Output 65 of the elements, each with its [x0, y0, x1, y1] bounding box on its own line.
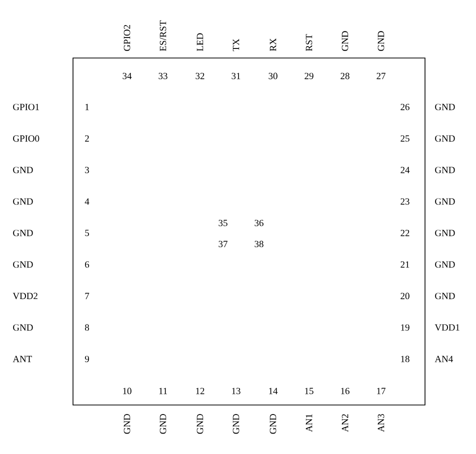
pin-number: 9	[84, 356, 89, 362]
pin-number: 8	[85, 324, 90, 331]
pin-number: 34	[122, 72, 132, 80]
pin-label: VDD2	[12, 292, 38, 300]
pin-label: GND	[435, 135, 455, 142]
pin-number: 32	[196, 72, 204, 80]
pin-number: 29	[304, 72, 314, 80]
pin-number: 37	[218, 240, 228, 248]
pin-label: GND	[435, 261, 455, 268]
pin-number: 7	[85, 292, 90, 300]
pin-number: 27	[376, 72, 386, 80]
pin-number: 1	[85, 104, 89, 110]
pin-number: 14	[269, 388, 278, 394]
pin-label: GND	[435, 166, 455, 174]
pin-label: GND	[160, 414, 166, 434]
pin-number: 11	[159, 388, 167, 394]
pin-label: GND	[13, 166, 33, 174]
pin-label: GND	[13, 230, 33, 236]
pin-number: 35	[218, 220, 228, 226]
pin-label: GND	[435, 198, 455, 205]
pin-number: 19	[401, 324, 410, 331]
pin-number: 4	[84, 198, 90, 205]
pin-number: 20	[400, 292, 410, 300]
pin-number: 18	[401, 356, 410, 362]
pin-number: 10	[123, 388, 132, 394]
pin-label: ANT	[12, 356, 32, 362]
pin-label: GND	[13, 198, 33, 205]
chip-box	[72, 58, 426, 406]
pin-label: AN4	[434, 356, 453, 362]
pin-label: GND	[435, 230, 455, 236]
pin-number: 26	[400, 104, 410, 110]
pin-number: 13	[232, 388, 240, 394]
pin-label: GPIO0	[13, 135, 40, 142]
pin-number: 3	[85, 166, 89, 174]
pin-number: 16	[341, 388, 350, 394]
pin-label: GPIO1	[13, 104, 39, 110]
pin-number: 28	[340, 72, 350, 80]
pin-number: 15	[305, 388, 314, 394]
pin-label: VDD1	[434, 324, 460, 331]
pin-label: GND	[13, 324, 33, 331]
pin-number: 36	[254, 220, 264, 226]
pin-label: GND	[435, 292, 455, 300]
pin-number: 33	[158, 72, 168, 80]
pin-number: 2	[85, 135, 89, 142]
pin-number: 17	[377, 388, 386, 394]
pin-number: 23	[400, 198, 410, 205]
pin-label: AN1	[306, 414, 312, 432]
pin-label: GND	[196, 414, 204, 434]
pin-number: 31	[232, 72, 240, 80]
pin-number: 30	[268, 72, 278, 80]
pin-number: 6	[85, 261, 90, 268]
pin-number: 5	[85, 230, 89, 236]
pin-label: GND	[435, 104, 455, 110]
pin-number: 21	[400, 261, 410, 268]
pin-label: GND	[232, 414, 240, 434]
pin-label: GND	[270, 414, 276, 434]
pin-label: GND	[13, 261, 33, 268]
pin-label: AN3	[378, 414, 384, 432]
pin-number: 38	[254, 240, 264, 248]
pin-label: GND	[124, 414, 130, 434]
pin-label: AN2	[342, 414, 348, 432]
pin-number: 24	[400, 166, 410, 174]
pin-number: 25	[400, 135, 410, 142]
pin-number: 12	[196, 388, 204, 394]
pin-number: 22	[400, 230, 410, 236]
